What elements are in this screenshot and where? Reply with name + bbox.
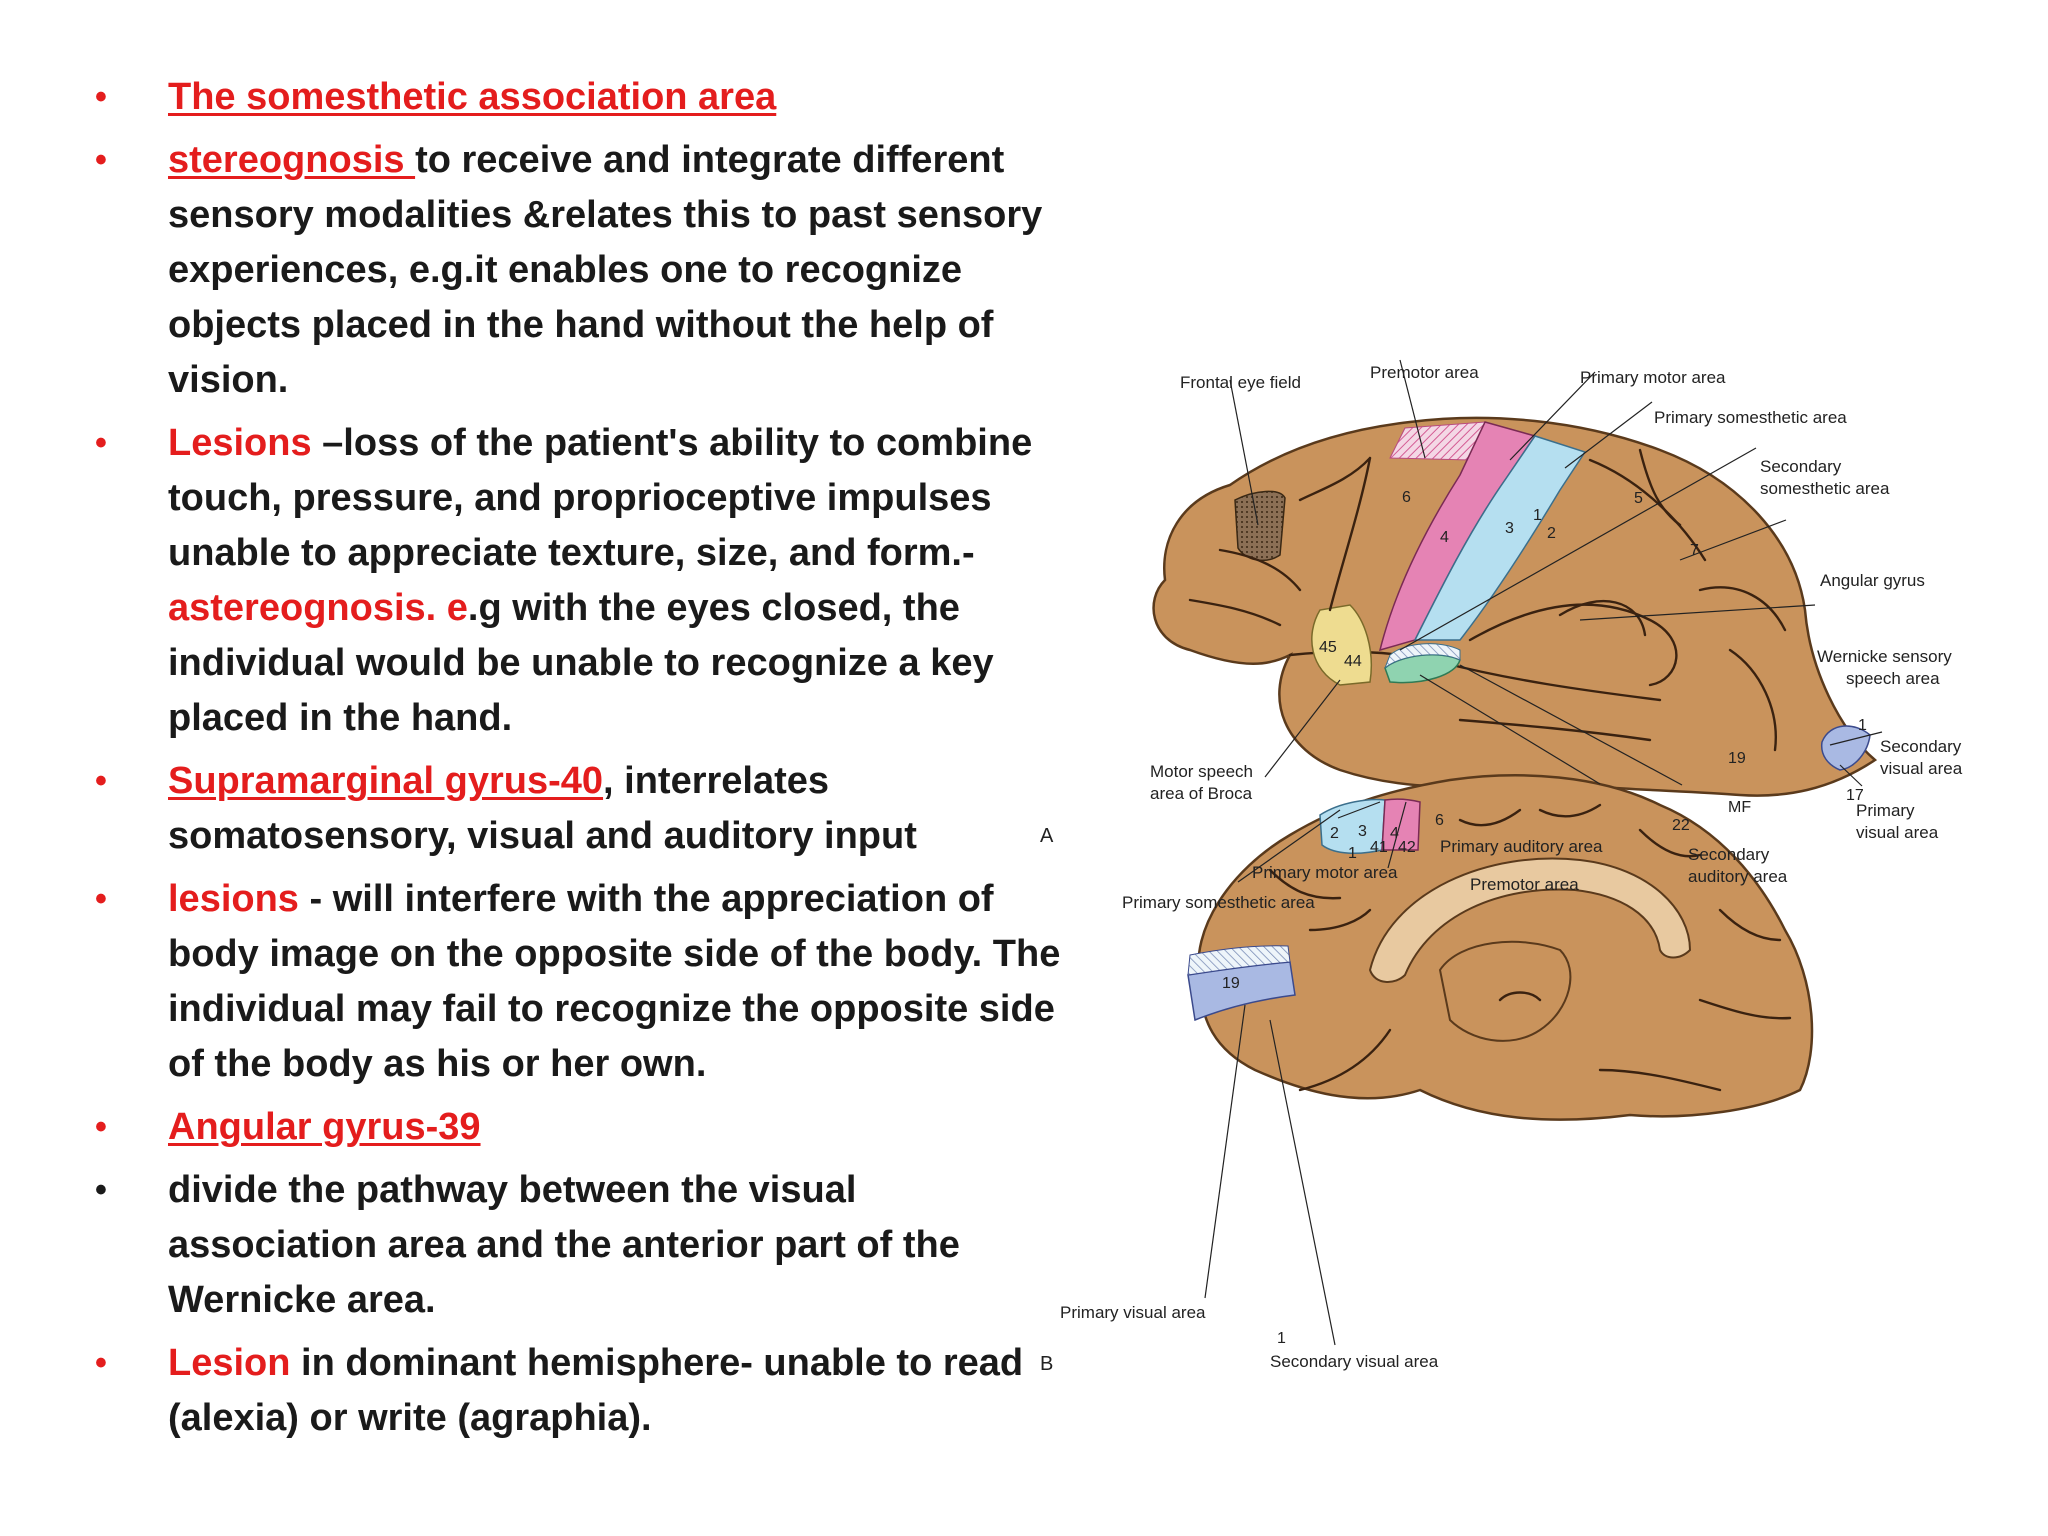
- area-number: 1: [1533, 507, 1542, 524]
- bullet-dot: •: [95, 1171, 107, 1209]
- label-broca-area: Motor speech: [1150, 762, 1253, 781]
- secondary-somesthetic: [1384, 643, 1461, 669]
- bullet-text-segment: The somesthetic association area: [168, 76, 777, 118]
- label-secondary-auditory-area: Secondary: [1688, 845, 1770, 864]
- label-primary-somesthetic-area: Primary somesthetic area: [1654, 408, 1847, 427]
- bullet-dot: •: [95, 762, 107, 800]
- label-wernicke-area: speech area: [1846, 669, 1940, 688]
- area-number: 4: [1390, 825, 1399, 842]
- bullet-item: • The somesthetic association area: [86, 70, 1066, 125]
- lateral-brain-view: [1152, 416, 1878, 797]
- area-number: 22: [1672, 817, 1690, 834]
- medial-motor: [1381, 798, 1421, 851]
- bullet-text-segment: to receive and integrate different senso…: [168, 139, 1043, 401]
- bullet-text-segment: in dominant hemisphere- unable to read (…: [168, 1342, 1024, 1439]
- leader-lines: [1204, 359, 1883, 1346]
- bullet-text-segment: Supramarginal gyrus-40: [168, 760, 604, 802]
- area-number: 41: [1370, 839, 1388, 856]
- lateral-cortex: [1152, 416, 1878, 797]
- area-number: 17: [1846, 787, 1864, 804]
- area-number: 4: [1440, 529, 1449, 546]
- area-number: 6: [1435, 812, 1444, 829]
- bullet-item: • lesions - will interfere with the appre…: [86, 872, 1066, 1092]
- panel-label-b: B: [1040, 1353, 1053, 1375]
- label-premotor-area: Premotor area: [1370, 363, 1479, 382]
- bullet-text-segment: lesions: [168, 878, 299, 920]
- bullet-item: • Angular gyrus-39: [86, 1100, 1066, 1155]
- label-broca-area: area of Broca: [1150, 784, 1253, 803]
- panel-label-a: A: [1040, 825, 1054, 847]
- area-number: 1: [1277, 1330, 1286, 1347]
- label-premotor-area-b: Premotor area: [1470, 875, 1579, 894]
- bullet-text-segment: , interrelates somatosensory, visual and…: [168, 760, 917, 857]
- corpus-callosum: [1368, 857, 1692, 983]
- medial-visual-hatch: [1187, 945, 1291, 976]
- bullet-text-segment: Angular gyrus-39: [168, 1106, 481, 1148]
- signature-mark: MF: [1728, 799, 1751, 816]
- label-primary-somesthetic-area-b: Primary somesthetic area: [1122, 893, 1315, 912]
- label-primary-visual-area: visual area: [1856, 823, 1939, 842]
- bullet-text-segment: Lesions: [168, 422, 312, 464]
- bullet-text-segment: divide the pathway between the visual as…: [168, 1169, 960, 1321]
- visual-area-lateral: [1820, 725, 1871, 771]
- bullet-dot: •: [95, 880, 107, 918]
- label-frontal-eye-field: Frontal eye field: [1180, 373, 1301, 392]
- bullet-dot: •: [95, 141, 107, 179]
- bullet-text-segment: –loss of the patient's ability to combin…: [168, 422, 1033, 574]
- broca-area: [1311, 604, 1373, 686]
- bullet-item: • Lesions –loss of the patient's ability …: [86, 416, 1066, 746]
- label-primary-motor-area: Primary motor area: [1580, 368, 1726, 387]
- area-number: 3: [1358, 823, 1367, 840]
- area-number: 6: [1402, 489, 1411, 506]
- label-primary-visual-area-b: Primary visual area: [1060, 1303, 1206, 1322]
- bullet-item: • Lesion in dominant hemisphere- unable t…: [86, 1336, 1066, 1446]
- area-number: 19: [1222, 975, 1240, 992]
- area-number: 7: [1690, 542, 1699, 559]
- label-secondary-somesthetic: Secondary: [1760, 457, 1842, 476]
- bullet-text-segment: - will interfere with the appreciation o…: [168, 878, 1061, 1085]
- frontal-eye-field: [1234, 490, 1286, 562]
- bullet-item: • stereognosis to receive and integrate d…: [86, 133, 1066, 408]
- area-number: 44: [1344, 653, 1362, 670]
- medial-brain-view: [1187, 774, 1814, 1121]
- bullet-item: • Supramarginal gyrus-40, interrelates so…: [86, 754, 1066, 864]
- area-number: 19: [1728, 750, 1746, 767]
- area-number: 3: [1505, 520, 1514, 537]
- bullet-dot: •: [95, 1344, 107, 1382]
- label-secondary-visual-area-b: Secondary visual area: [1270, 1352, 1439, 1371]
- primary-somesthetic-strip: [1413, 435, 1587, 641]
- area-number: 5: [1634, 490, 1643, 507]
- area-number: 2: [1330, 825, 1339, 842]
- bullet-item: • divide the pathway between the visual a…: [86, 1163, 1066, 1328]
- bullet-list: • The somesthetic association area • stereo…: [86, 70, 1066, 1454]
- area-number: 45: [1319, 639, 1337, 656]
- brainstem: [1438, 940, 1572, 1042]
- bullet-dot: •: [95, 1108, 107, 1146]
- label-secondary-visual-area: Secondary: [1880, 737, 1962, 756]
- area-number: 1: [1858, 717, 1867, 734]
- area-number: 42: [1398, 839, 1416, 856]
- bullet-dot: •: [95, 78, 107, 116]
- bullet-text-segment: .g with the eyes closed, the individual …: [168, 587, 994, 739]
- label-primary-visual-area: Primary: [1856, 801, 1915, 820]
- label-wernicke-area: Wernicke sensory: [1817, 647, 1952, 666]
- label-secondary-visual-area: visual area: [1880, 759, 1963, 778]
- label-secondary-auditory-area: auditory area: [1688, 867, 1788, 886]
- label-angular-gyrus: Angular gyrus: [1820, 571, 1925, 590]
- area-number: 2: [1547, 525, 1556, 542]
- label-primary-motor-area-b: Primary motor area: [1252, 863, 1398, 882]
- label-secondary-somesthetic: somesthetic area: [1760, 479, 1890, 498]
- bullet-text-segment: Lesion: [168, 1342, 291, 1384]
- bullet-text-segment: astereognosis. e: [168, 587, 468, 629]
- bullet-text-segment: stereognosis: [168, 139, 416, 181]
- label-primary-auditory-area: Primary auditory area: [1440, 837, 1603, 856]
- area-number: 1: [1348, 845, 1357, 862]
- bullet-dot: •: [95, 424, 107, 462]
